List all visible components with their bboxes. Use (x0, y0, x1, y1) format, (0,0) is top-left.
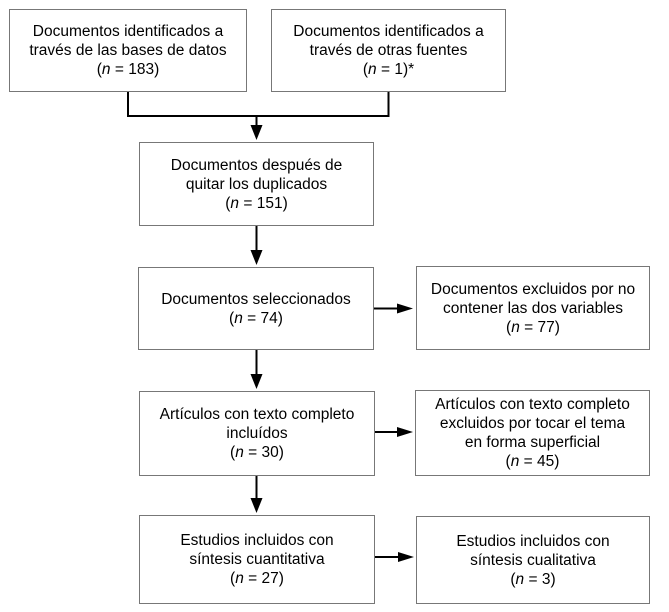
box-line: Documentos seleccionados (161, 290, 351, 308)
box-line: Documentos identificados a (32, 23, 224, 40)
box-identified-other-sources: Documentos identificados a través de otr… (271, 9, 506, 92)
box-line: excluidos por tocar el tema (439, 415, 626, 432)
arrow-selected-to-excluded-head-icon (397, 303, 413, 314)
box-after-duplicates-removed: Documentos después de quitar los duplica… (139, 142, 374, 226)
box-fulltext-included: Artículos con texto completo incluídos (… (139, 391, 375, 476)
n-symbol: n (230, 194, 240, 212)
n-symbol: n (511, 318, 520, 336)
box-line: síntesis cuantitativa (189, 551, 325, 568)
n-symbol: n (101, 61, 111, 78)
count-value: 3 (541, 570, 551, 588)
n-symbol: n (234, 309, 243, 327)
merge-line (127, 92, 390, 117)
box-line: en forma superficial (464, 434, 601, 451)
count-line: (n = 3) (510, 570, 556, 588)
count-value: 74 (260, 309, 278, 327)
box-line: Artículos con texto completo (435, 396, 630, 413)
n-symbol: n (510, 453, 520, 470)
arrow-fulltext-to-quantitative-head-icon (250, 498, 263, 513)
box-line: Documentos excluidos por no (430, 280, 636, 298)
arrow-selected-to-fulltext-head-icon (250, 374, 263, 389)
box-line: través de las bases de datos (29, 42, 227, 59)
n-symbol: n (235, 570, 244, 587)
box-line: Estudios incluidos con (456, 532, 610, 550)
count-value: 1 (394, 61, 403, 78)
count-line: (n = 1)* (362, 61, 415, 78)
box-quantitative-synthesis: Estudios incluidos con síntesis cuantita… (139, 515, 375, 604)
box-line: Documentos después de (170, 156, 343, 174)
count-value: 27 (261, 570, 279, 587)
box-line: contener las dos variables (442, 299, 624, 317)
box-identified-databases: Documentos identificados a través de las… (9, 9, 247, 92)
count-line: (n = 151) (225, 194, 288, 212)
count-value: 30 (261, 444, 279, 461)
count-value: 45 (537, 453, 555, 470)
box-line: síntesis cualitativa (470, 551, 596, 569)
n-symbol: n (235, 444, 244, 461)
n-symbol: n (515, 570, 525, 588)
box-line: Artículos con texto completo (159, 406, 355, 423)
box-excluded-two-variables: Documentos excluidos por no contener las… (416, 266, 650, 350)
box-line: quitar los duplicados (185, 175, 328, 193)
arrow-merge-head-down-icon (250, 125, 263, 140)
arrow-quantitative-to-qualitative-head-icon (398, 552, 414, 562)
box-documents-screened: Documentos seleccionados (n = 74) (138, 267, 374, 350)
box-line: Estudios incluidos con (180, 532, 334, 549)
n-symbol: n (368, 61, 377, 78)
count-line: (n = 30) (230, 444, 284, 461)
box-line: través de otras fuentes (309, 42, 468, 59)
box-line: incluídos (226, 425, 288, 442)
box-line: Documentos identificados a (293, 23, 484, 40)
box-qualitative-synthesis: Estudios incluidos con síntesis cualitat… (416, 516, 650, 604)
count-line: (n = 77) (506, 318, 560, 336)
count-line: (n = 45) (505, 453, 560, 470)
count-suffix: * (408, 61, 415, 78)
count-line: (n = 74) (229, 309, 283, 327)
count-value: 183 (128, 61, 155, 78)
count-value: 151 (256, 194, 283, 212)
arrow-dedup-to-selected-head-icon (250, 250, 263, 265)
count-value: 77 (537, 318, 555, 336)
count-line: (n = 183) (96, 61, 160, 78)
count-line: (n = 27) (230, 570, 284, 587)
box-fulltext-excluded: Artículos con texto completo excluidos p… (415, 390, 650, 476)
arrow-fulltext-to-excluded-head-icon (397, 427, 413, 437)
